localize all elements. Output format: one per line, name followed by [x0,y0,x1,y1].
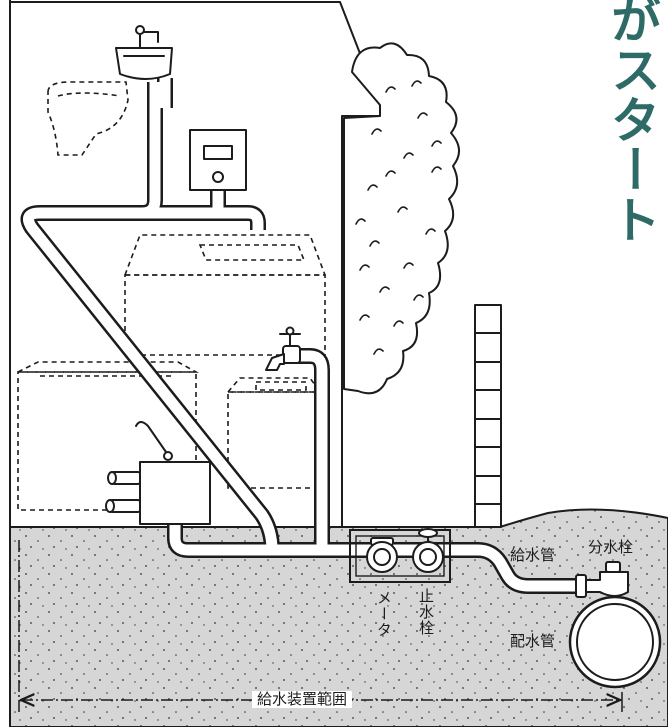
tree [343,42,460,395]
stop-valve [412,528,444,573]
label-supply-pipe: 給水管 [510,546,556,564]
tree-leaf-mark [379,286,390,293]
service-range-dimension [18,540,623,712]
toilet-outline [47,81,129,156]
distribution-main [568,595,662,689]
label-distribution-main: 配水管 [510,632,556,650]
label-stop-valve: 止水栓 [417,588,435,636]
tree-outline [343,42,460,395]
branch-valve-fitting [575,561,629,598]
tree-leaf-mark [417,112,428,119]
label-branch-valve: 分水栓 [588,538,634,556]
label-service-range: 給水装置範囲 [252,691,353,708]
tree-leaf-mark [385,86,396,93]
brick-pillar [474,304,502,528]
tree-leaf-mark [403,152,414,159]
washing-machine-outline [123,234,327,356]
tree-leaf-mark [393,320,404,327]
tree-leaf-mark [367,184,378,191]
bath-heater [105,421,211,525]
tree-leaf-mark [371,128,382,135]
tree-leaf-mark [397,206,408,213]
tree-leaf-mark [413,294,424,301]
water-meter [366,537,398,573]
tree-leaf-mark [385,170,396,177]
wash-basin [115,25,173,80]
tree-leaf-mark [403,262,414,269]
tree-leaf-mark [355,218,366,225]
tree-leaf-mark [359,314,370,321]
sink-unit-outline [226,377,322,489]
tree-leaf-mark [431,140,442,147]
tree-leaf-mark [373,348,384,355]
garden-faucet [265,326,301,371]
tree-leaf-mark [359,264,370,271]
tree-leaf-mark [369,240,380,247]
label-meter: メータ [375,590,393,638]
water-heater [189,129,247,191]
title-vertical: がスタート [603,0,661,244]
meter-box [349,529,451,583]
tree-leaf-mark [411,80,422,87]
tree-leaf-mark [431,166,442,173]
tree-leaf-mark [425,228,436,235]
